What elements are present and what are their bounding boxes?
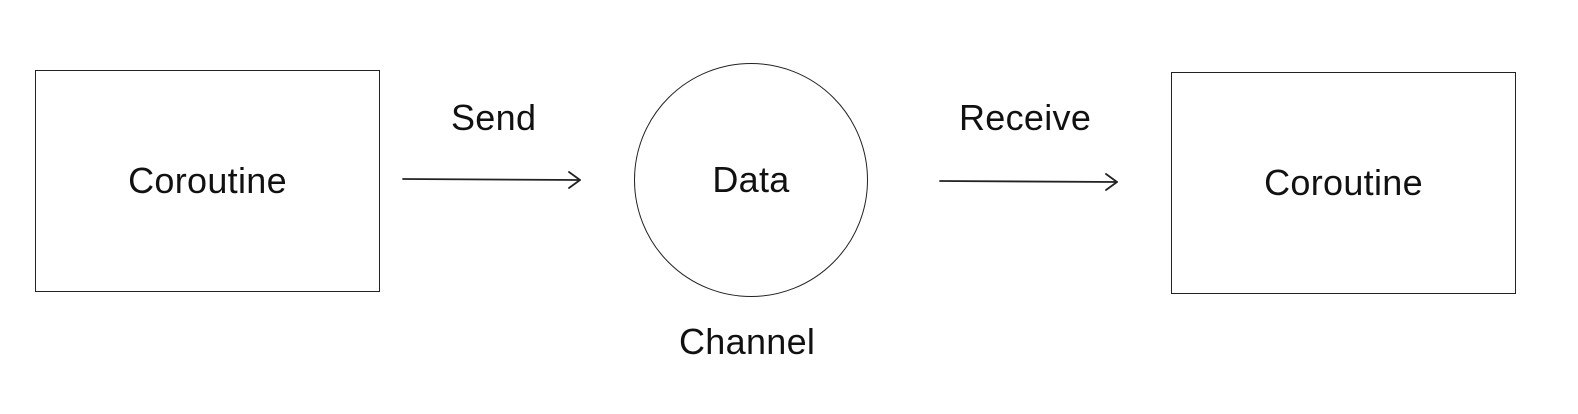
channel-caption: Channel [679,321,816,362]
sender-coroutine-box: Coroutine [35,70,380,292]
channel-circle: Data [634,63,868,297]
receiver-coroutine-label: Coroutine [1264,162,1423,203]
receive-arrow [939,173,1118,191]
send-arrow [402,171,581,189]
send-label: Send [451,97,537,138]
receive-label: Receive [959,97,1092,138]
channel-data-label: Data [712,159,790,200]
sender-coroutine-label: Coroutine [128,160,287,201]
receiver-coroutine-box: Coroutine [1171,72,1516,294]
